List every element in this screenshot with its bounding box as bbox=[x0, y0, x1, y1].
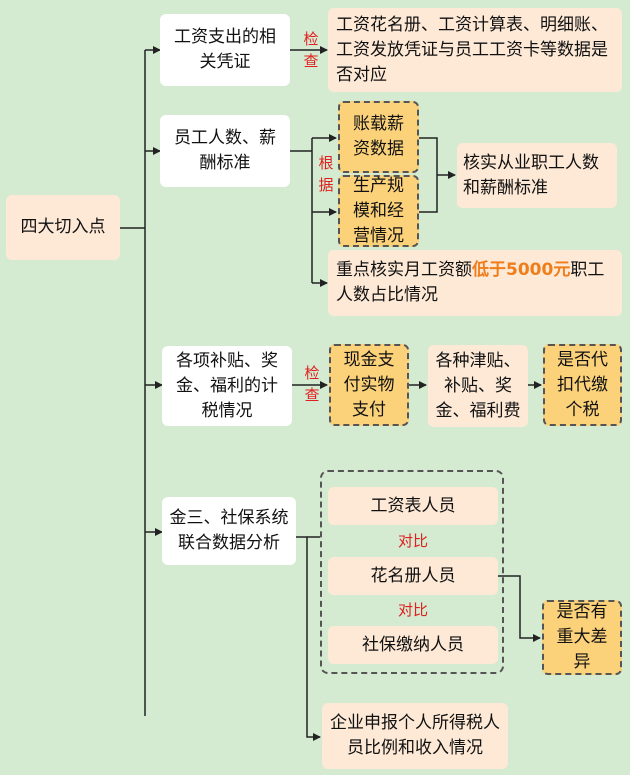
b2-note-node: 重点核实月工资额低于5000元职工人数占比情况 bbox=[328, 250, 622, 316]
b4-list-payroll-text: 工资表人员 bbox=[370, 495, 456, 516]
b2-merge-bracket bbox=[419, 137, 438, 213]
arrow-b4-result bbox=[498, 575, 541, 642]
branch-headcount-pay-label: 员工人数、薪酬标准 bbox=[174, 128, 276, 173]
b4-list-payroll: 工资表人员 bbox=[328, 487, 498, 525]
b4-extra-node: 企业申报个人所得税人员比例和收入情况 bbox=[322, 703, 508, 769]
b2-note-highlight: 低于5000元 bbox=[472, 260, 571, 280]
branch-joint-analysis: 金三、社保系统联合数据分析 bbox=[162, 497, 296, 565]
b2-source-scale: 生产规模和经营情况 bbox=[338, 175, 419, 247]
compare-label-1: 对比 bbox=[397, 532, 428, 550]
b2-result-node: 核实从业职工人数和薪酬标准 bbox=[457, 143, 617, 208]
compare-label-2: 对比 bbox=[397, 601, 428, 619]
b2-result-text: 核实从业职工人数和薪酬标准 bbox=[463, 152, 599, 198]
b2-note-text: 重点核实月工资额低于5000元职工人数占比情况 bbox=[336, 260, 605, 305]
b3-items-text: 各种津贴、补贴、奖金、福利费 bbox=[435, 350, 521, 421]
branch-joint-analysis-label: 金三、社保系统联合数据分析 bbox=[169, 508, 289, 553]
b2-source-scale-text: 生产规模和经营情况 bbox=[353, 175, 404, 246]
root-node: 四大切入点 bbox=[6, 195, 120, 260]
b4-result-node: 是否有重大差异 bbox=[542, 600, 622, 675]
root-label: 四大切入点 bbox=[20, 217, 106, 237]
branch-headcount-pay: 员工人数、薪酬标准 bbox=[160, 115, 290, 187]
b4-list-roster-text: 花名册人员 bbox=[370, 565, 456, 586]
b1-target-text: 工资花名册、工资计算表、明细账、工资发放凭证与员工工资卡等数据是否对应 bbox=[336, 14, 608, 85]
b1-target-node: 工资花名册、工资计算表、明细账、工资发放凭证与员工工资卡等数据是否对应 bbox=[328, 8, 622, 92]
b3-payment-methods: 现金支付实物支付 bbox=[329, 344, 409, 426]
branch-allowance-tax: 各项补贴、奖金、福利的计税情况 bbox=[162, 346, 292, 426]
b4-extra-text: 企业申报个人所得税人员比例和收入情况 bbox=[330, 713, 500, 758]
branch-salary-vouchers-label: 工资支出的相关凭证 bbox=[174, 27, 276, 72]
b4-result-text: 是否有重大差异 bbox=[556, 602, 608, 672]
b3-items-node: 各种津贴、补贴、奖金、福利费 bbox=[428, 345, 528, 427]
b4-list-roster: 花名册人员 bbox=[328, 557, 498, 595]
branch-allowance-tax-label: 各项补贴、奖金、福利的计税情况 bbox=[176, 350, 278, 421]
branch-salary-vouchers: 工资支出的相关凭证 bbox=[160, 14, 290, 86]
connector-label-check-2: 检查 bbox=[304, 364, 320, 404]
b4-list-social-insurance: 社保缴纳人员 bbox=[328, 626, 498, 664]
b3-result-text: 是否代扣代缴个税 bbox=[557, 349, 608, 420]
b2-source-payroll-text: 账载薪资数据 bbox=[353, 114, 404, 159]
connector-label-basis: 根据 bbox=[318, 154, 334, 194]
arrow-b4-extra bbox=[296, 536, 321, 741]
b3-result-node: 是否代扣代缴个税 bbox=[543, 344, 622, 426]
comparison-group bbox=[320, 470, 504, 674]
b2-source-payroll-data: 账载薪资数据 bbox=[338, 101, 419, 173]
b3-payment-text: 现金支付实物支付 bbox=[343, 349, 395, 420]
b4-list-social-insurance-text: 社保缴纳人员 bbox=[362, 634, 464, 655]
connector-label-check-1: 检查 bbox=[303, 30, 319, 70]
